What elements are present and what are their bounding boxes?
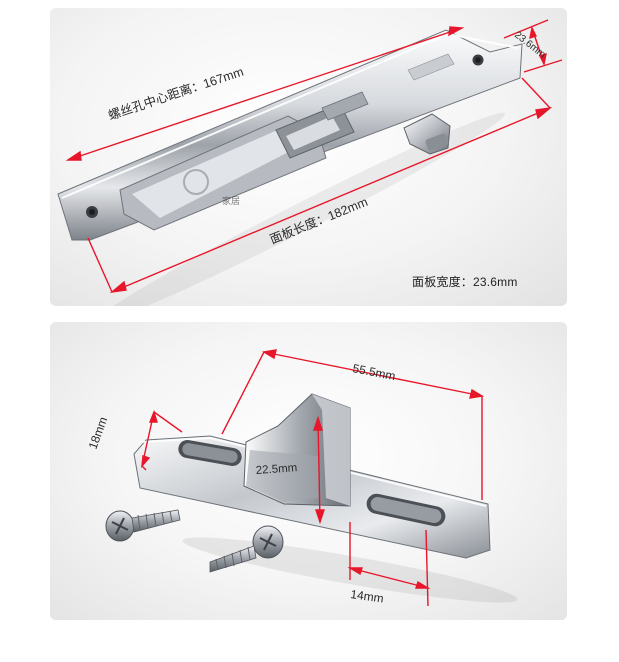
bottom-product-panel: 55.5mm 18mm 22.5mm 14mm bbox=[50, 322, 567, 620]
slot-dimension-label: 14mm bbox=[350, 587, 385, 606]
screw-left bbox=[105, 509, 181, 542]
slot-dimension bbox=[347, 522, 431, 607]
width-dimension-label: 18mm bbox=[86, 415, 111, 451]
hole-spacing-dimension bbox=[65, 26, 465, 161]
hole-spacing-label: 螺丝孔中心距离：167mm bbox=[106, 64, 245, 123]
length-dimension bbox=[221, 349, 484, 500]
panel-width-dimension bbox=[503, 19, 563, 73]
strike-plate-illustration: 55.5mm 18mm 22.5mm 14mm bbox=[86, 349, 518, 607]
top-product-panel: 家居 螺丝孔中心距离：167mm 面板长度：182mm 23.6mm 面板宽度：… bbox=[50, 8, 567, 306]
panel-width-note: 面板宽度：23.6mm bbox=[412, 275, 518, 289]
panel-length-dimension bbox=[87, 77, 553, 294]
width-dimension bbox=[141, 409, 183, 471]
watermark-logo bbox=[183, 169, 209, 195]
length-dimension-label: 55.5mm bbox=[351, 361, 396, 383]
height-dimension bbox=[313, 415, 325, 525]
height-dimension-label: 22.5mm bbox=[255, 462, 297, 477]
screw-right bbox=[209, 525, 284, 573]
watermark-text: 家居 bbox=[222, 195, 240, 206]
lock-body-illustration: 家居 螺丝孔中心距离：167mm 面板长度：182mm 23.6mm bbox=[57, 19, 563, 306]
